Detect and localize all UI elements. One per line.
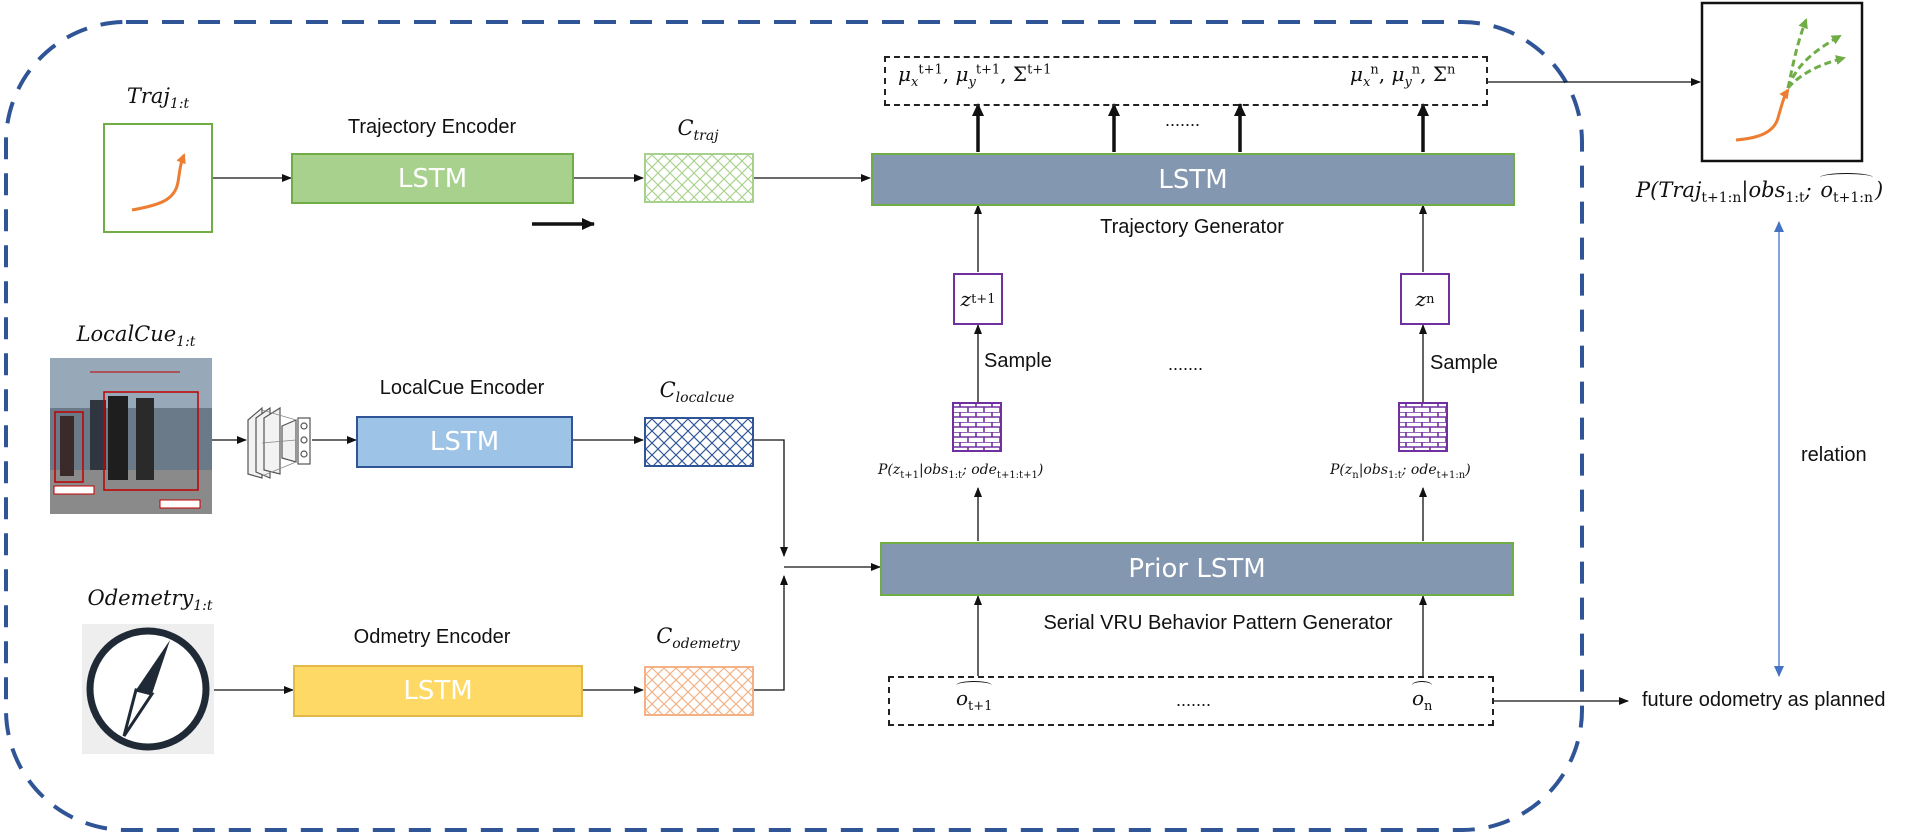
- future-odometry-last: on: [1412, 681, 1433, 714]
- future-odometry-label: future odometry as planned: [1642, 689, 1886, 711]
- localcue-input-label: LocalCue1:t: [76, 322, 196, 351]
- model-frame: [4, 20, 1584, 832]
- traj-input-box: [103, 123, 213, 233]
- clocalcue-vector: [644, 417, 754, 467]
- traj-encoder-title: Trajectory Encoder: [347, 116, 517, 138]
- arrow-clocal-merge: [753, 439, 788, 557]
- sample-label-first: Sample: [984, 350, 1052, 372]
- output-last: μxn, μyn, Σn: [1350, 62, 1456, 90]
- trajectory-generator-lstm: LSTM: [871, 153, 1515, 206]
- future-odometry-first: ot+1: [956, 681, 993, 714]
- arrow-codom-merge: [753, 575, 788, 691]
- output-first: μxt+1, μyt+1, Σt+1: [898, 62, 1052, 90]
- traj-curve-icon: [131, 153, 186, 212]
- prior-lstm: Prior LSTM: [880, 542, 1514, 596]
- odometry-input-label: Odemetry1:t: [87, 586, 213, 615]
- odometry-encoder-lstm: LSTM: [293, 665, 583, 717]
- relation-label: relation: [1801, 444, 1867, 466]
- cnn-feature-icon: [247, 406, 311, 479]
- compass-icon: [82, 624, 214, 754]
- codometry-label: Codemetry: [656, 624, 740, 653]
- history-curve-icon: [1735, 88, 1790, 142]
- future-odometry-ellipsis: .......: [1176, 690, 1212, 710]
- prior-formula-first: P(zt+1|obs1:t; odet+1:t+1): [878, 462, 1044, 481]
- prior-distribution-icon-last: [1398, 402, 1448, 452]
- odometry-encoder-title: Odmetry Encoder: [353, 626, 511, 648]
- future-path-2-icon: [1786, 34, 1842, 89]
- result-icon-box: [1700, 1, 1864, 163]
- output-ellipsis: .......: [1165, 110, 1201, 130]
- future-path-3-icon: [1786, 55, 1846, 89]
- localcue-encoder-title: LocalCue Encoder: [379, 377, 545, 399]
- localcue-encoder-lstm: LSTM: [356, 416, 573, 468]
- traj-encoder-lstm: LSTM: [291, 153, 574, 204]
- latent-ellipsis: .......: [1168, 354, 1204, 374]
- traj-input-label: Traj1:t: [126, 84, 190, 113]
- prior-generator-caption: Serial VRU Behavior Pattern Generator: [1043, 612, 1393, 634]
- sample-label-last: Sample: [1430, 352, 1498, 374]
- codometry-vector: [644, 666, 754, 716]
- clocalcue-label: Clocalcue: [659, 378, 735, 407]
- pedestrian-photo: [50, 358, 212, 514]
- ctraj-label: Ctraj: [677, 116, 719, 145]
- prior-distribution-icon-first: [952, 402, 1002, 452]
- output-distribution-box: [884, 56, 1488, 106]
- prior-formula-last: P(zn|obs1:t; odet+1:n): [1330, 462, 1471, 481]
- future-odometry-box: [888, 676, 1494, 726]
- trajectory-generator-caption: Trajectory Generator: [1100, 216, 1284, 238]
- ctraj-vector: [644, 153, 754, 203]
- result-probability-label: P(Trajt+1:n|obs1:t; ot+1:n): [1636, 172, 1884, 207]
